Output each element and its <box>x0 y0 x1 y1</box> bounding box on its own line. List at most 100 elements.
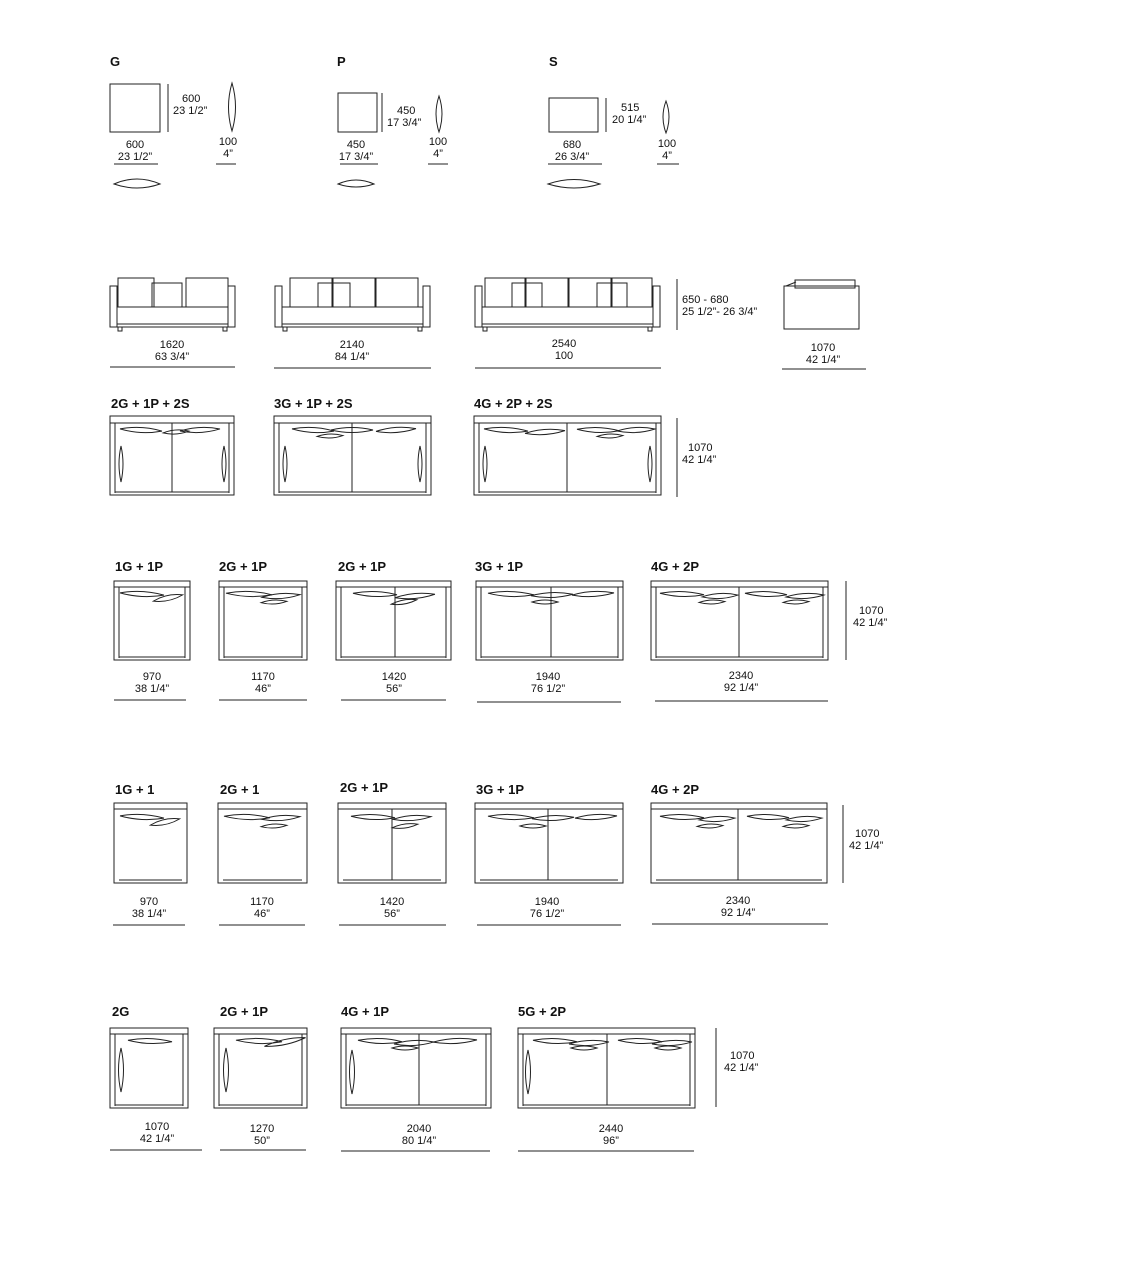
back-cushion <box>611 277 653 308</box>
cushion-top-profile-icon <box>574 813 618 821</box>
config-2g-1p-label: 2G + 1P <box>219 559 268 574</box>
cushion-top-profile-icon <box>483 426 529 434</box>
dim-inch: 100 <box>554 350 574 362</box>
dim-mm: 515 <box>621 102 640 114</box>
cushion-g-width: 600 23 1/2” <box>105 139 165 163</box>
cushion-top-profile-icon <box>659 813 705 821</box>
plan-outline <box>337 802 447 884</box>
dim-mm: 2140 <box>339 339 365 351</box>
dim-mm: 2540 <box>551 338 577 350</box>
dim-inch: 50” <box>254 1135 270 1147</box>
cushion-top-profile-icon <box>530 591 574 599</box>
back-cushion <box>484 277 526 308</box>
dim-mm: 680 <box>562 139 582 151</box>
plan-outline <box>217 802 308 884</box>
dim-inch: 4” <box>662 150 672 162</box>
dim-inch: 46” <box>255 683 271 695</box>
dim-mm: 2440 <box>598 1123 624 1135</box>
cushion-top-profile-icon <box>119 813 165 821</box>
cushion-side-profile-icon <box>525 1049 531 1095</box>
sofa-plan-view-icon <box>217 802 308 884</box>
dim-inch: 26 3/4” <box>554 151 590 163</box>
cushion-top-profile-icon <box>235 1037 283 1045</box>
sofa-front-view-icon <box>474 277 661 332</box>
cushion-top-profile-icon <box>653 1045 683 1051</box>
config-4g-2p-label: 4G + 2P <box>651 782 700 797</box>
sofa-plan-view-icon <box>340 1027 492 1109</box>
sofa-arm <box>109 285 118 328</box>
cushion-s-label: S <box>549 54 558 69</box>
cushion-p-height: 450 17 3/4” <box>387 105 421 129</box>
sofa-foot <box>647 326 653 332</box>
cushion-top-profile-icon <box>352 590 398 598</box>
cushion-top-profile-icon <box>659 590 705 598</box>
dim-mm: 100 <box>428 136 448 148</box>
cushion-top-profile-icon <box>179 426 221 434</box>
cushion-top-profile-icon <box>697 599 727 605</box>
sofa-plan-view-icon <box>213 1027 308 1109</box>
cushion-side-profile-icon <box>662 99 670 135</box>
dim-mm: 1070 <box>144 1121 170 1133</box>
sofa-foot <box>222 326 228 332</box>
dim-mm: 1070 <box>730 1050 755 1062</box>
throw-cushion <box>511 282 543 308</box>
cushion-top-profile-icon <box>161 429 191 435</box>
cushion-side-profile-icon <box>282 445 288 483</box>
sofa-plan-view-icon <box>475 580 624 661</box>
dim-inch: 76 1/2” <box>529 908 565 920</box>
config-3g-1p-label: 3G + 1P <box>475 559 524 574</box>
cushion-top-profile-icon <box>391 814 433 822</box>
dim-mm: 450 <box>397 105 416 117</box>
cushion-side-profile-icon <box>223 1047 229 1093</box>
cushion-s-depth: 100 4” <box>647 138 687 162</box>
sofa-plan-view-icon <box>273 415 432 496</box>
plan-outline <box>113 802 188 884</box>
config-1g-1-label: 1G + 1 <box>115 782 155 797</box>
sofa-arm <box>652 285 661 328</box>
dim-mm: 2340 <box>725 895 751 907</box>
dim-inch: 92 1/4” <box>720 907 756 919</box>
dim-mm: 600 <box>182 93 201 105</box>
cushion-top-profile-icon <box>223 813 271 821</box>
dim-inch: 17 3/4” <box>387 117 422 129</box>
dim-inch: 20 1/4” <box>612 114 647 126</box>
plan-outline <box>109 415 235 496</box>
square-cushion-icon <box>548 97 599 133</box>
dim-inch: 25 1/2”- 26 3/4” <box>682 306 758 318</box>
cushion-top-profile-icon <box>330 427 374 433</box>
cushion-top-profile-icon <box>151 594 185 602</box>
cushion-top-profile-icon <box>530 599 560 605</box>
dim-mm: 2040 <box>406 1123 432 1135</box>
dim-mm: 1270 <box>249 1123 275 1135</box>
dim-mm: 970 <box>142 671 162 683</box>
dim-inch: 56” <box>386 683 402 695</box>
plan-outline <box>218 580 308 661</box>
cushion-side-profile-icon <box>417 445 423 483</box>
dim-mm: 1620 <box>159 339 185 351</box>
cushion-top-profile-icon <box>568 1039 610 1047</box>
dim-inch: 4” <box>433 148 443 160</box>
dim-mm: 970 <box>139 896 159 908</box>
dim-mm: 600 <box>125 139 145 151</box>
dim-mm: 2340 <box>728 670 754 682</box>
cushion-top-profile-icon <box>595 433 625 439</box>
cushion-top-profile-icon <box>389 598 419 606</box>
plan-outline <box>213 1027 308 1109</box>
dim-mm: 1420 <box>381 671 407 683</box>
sofa-plan-view-icon <box>109 1027 189 1109</box>
cushion-top-profile-icon <box>531 814 575 822</box>
cushion-side-profile-icon <box>118 445 124 483</box>
back-cushion <box>375 277 419 308</box>
sofa-plan-view-icon <box>113 580 191 661</box>
dim-inch: 42 1/4” <box>849 840 884 852</box>
square-cushion-icon <box>337 92 378 133</box>
sofa-arm <box>274 285 283 328</box>
dim-inch: 23 1/2” <box>173 105 208 117</box>
sofa-plan-view-icon <box>650 802 828 884</box>
cushion-top-profile-icon <box>697 815 737 823</box>
